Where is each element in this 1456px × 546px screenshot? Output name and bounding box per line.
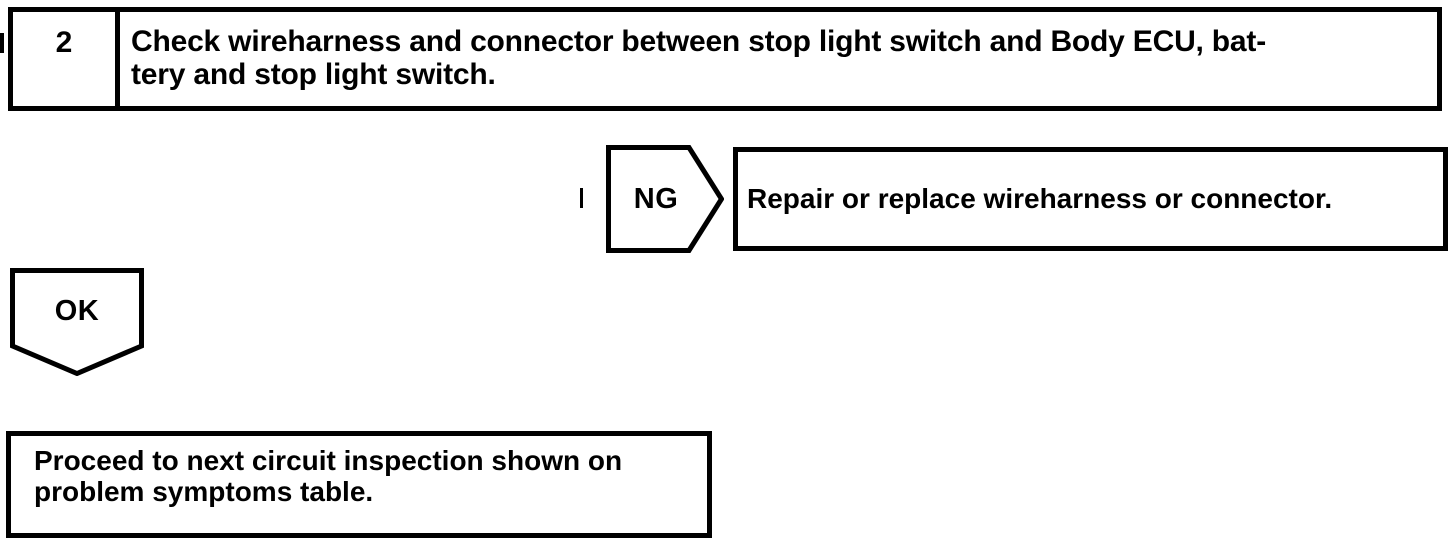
scan-artifact xyxy=(0,33,4,53)
step-number: 2 xyxy=(13,12,120,106)
ng-label: NG xyxy=(633,182,679,215)
step-instruction-line-2: tery and stop light switch. xyxy=(131,58,496,91)
ng-connector: NG xyxy=(606,145,724,253)
step-instruction-line-1: Check wireharness and connector between … xyxy=(131,25,1266,58)
ok-connector: OK xyxy=(10,268,144,376)
scan-artifact xyxy=(580,188,583,208)
result-text-line-2: problem symptoms table. xyxy=(34,476,374,507)
repair-action-text: Repair or replace wireharness or connect… xyxy=(747,183,1333,214)
step-instruction: Check wireharness and connector between … xyxy=(120,12,1437,106)
result-box: Proceed to next circuit inspection shown… xyxy=(6,431,712,538)
repair-action-box: Repair or replace wireharness or connect… xyxy=(733,147,1448,251)
ok-pentagon-shape xyxy=(10,268,144,376)
result-text-line-1: Proceed to next circuit inspection shown… xyxy=(34,445,623,476)
ok-label: OK xyxy=(54,294,100,327)
step-box: 2 Check wireharness and connector betwee… xyxy=(8,7,1442,111)
ng-pentagon-shape xyxy=(606,145,724,253)
